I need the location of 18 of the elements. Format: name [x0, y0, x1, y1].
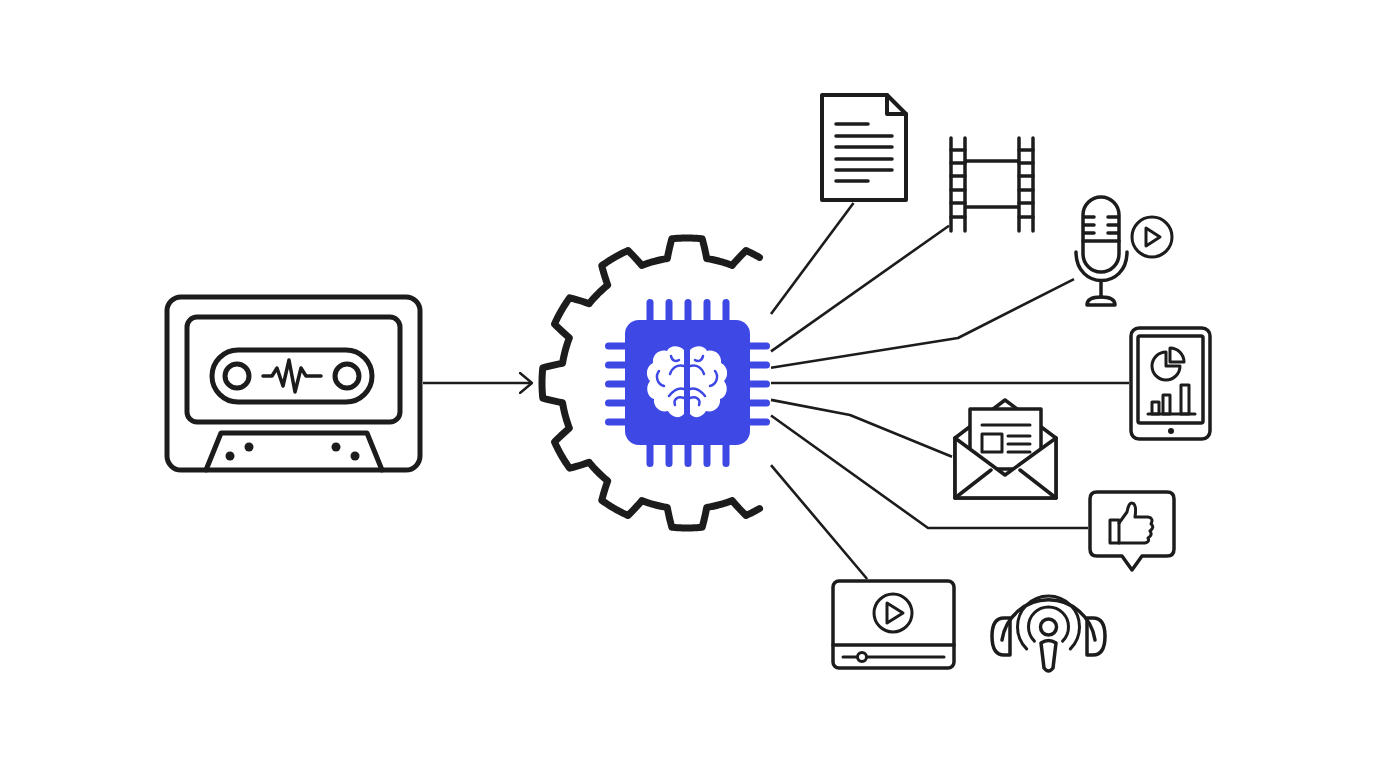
video-player-icon — [831, 579, 956, 670]
document-icon — [819, 92, 909, 203]
brain-chip-icon — [604, 298, 771, 468]
connector-line — [770, 464, 869, 580]
tablet-chart-icon — [1129, 326, 1212, 441]
microphone-icon — [1074, 195, 1174, 307]
cassette-tape-icon — [164, 294, 423, 473]
thumbs-up-icon — [1088, 490, 1176, 573]
gear-icon — [538, 234, 771, 532]
connector-line — [771, 381, 1129, 385]
connector-line — [770, 224, 950, 353]
newsletter-envelope-icon — [952, 397, 1059, 501]
connector-line — [769, 202, 855, 315]
arrow — [423, 371, 534, 395]
connector-line — [770, 277, 1075, 370]
connector-line — [770, 414, 1088, 530]
connector-line — [770, 398, 953, 458]
film-strip-icon — [949, 136, 1035, 233]
